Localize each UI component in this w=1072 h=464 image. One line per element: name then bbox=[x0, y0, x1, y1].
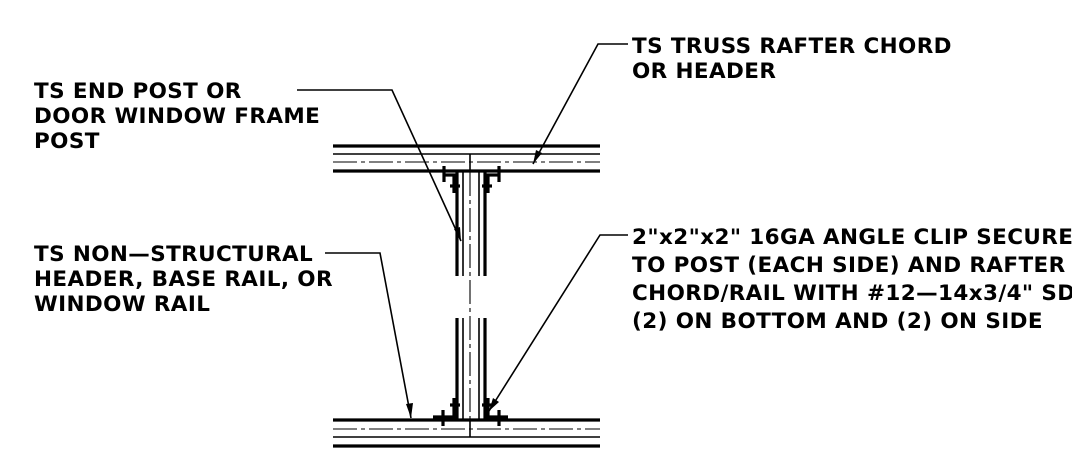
label-end-post: TS END POST OR DOOR WINDOW FRAME POST bbox=[34, 79, 320, 154]
label-line: POST bbox=[34, 129, 100, 154]
label-line: OR HEADER bbox=[632, 59, 776, 84]
top-angle-clips bbox=[442, 166, 501, 193]
vertical-post bbox=[455, 154, 487, 437]
label-truss-rafter-chord: TS TRUSS RAFTER CHORD OR HEADER bbox=[632, 34, 952, 84]
label-line: 2"x2"x2" 16GA ANGLE CLIP SECURE bbox=[632, 225, 1072, 250]
leader-angle-clip bbox=[488, 234, 628, 412]
bottom-base-rail bbox=[333, 418, 600, 448]
label-line: TS END POST OR bbox=[34, 79, 242, 104]
label-angle-clip: 2"x2"x2" 16GA ANGLE CLIP SECURE TO POST … bbox=[632, 225, 1072, 334]
label-line: TS TRUSS RAFTER CHORD bbox=[632, 34, 952, 59]
label-line: WINDOW RAIL bbox=[34, 292, 210, 317]
top-rafter-chord bbox=[333, 144, 600, 173]
label-line: DOOR WINDOW FRAME bbox=[34, 104, 320, 129]
label-line: (2) ON BOTTOM AND (2) ON SIDE bbox=[632, 309, 1043, 334]
leader-end-post bbox=[297, 89, 462, 242]
label-line: TO POST (EACH SIDE) AND RAFTER bbox=[632, 253, 1066, 278]
label-line: CHORD/RAIL WITH #12—14x3/4" SDF bbox=[632, 281, 1072, 306]
label-line: TS NON—STRUCTURAL bbox=[34, 242, 313, 267]
bottom-angle-clips bbox=[433, 398, 508, 426]
leader-truss-rafter bbox=[532, 43, 628, 165]
leader-non-structural bbox=[325, 252, 413, 419]
label-non-structural: TS NON—STRUCTURAL HEADER, BASE RAIL, OR … bbox=[34, 242, 333, 317]
label-line: HEADER, BASE RAIL, OR bbox=[34, 267, 333, 292]
